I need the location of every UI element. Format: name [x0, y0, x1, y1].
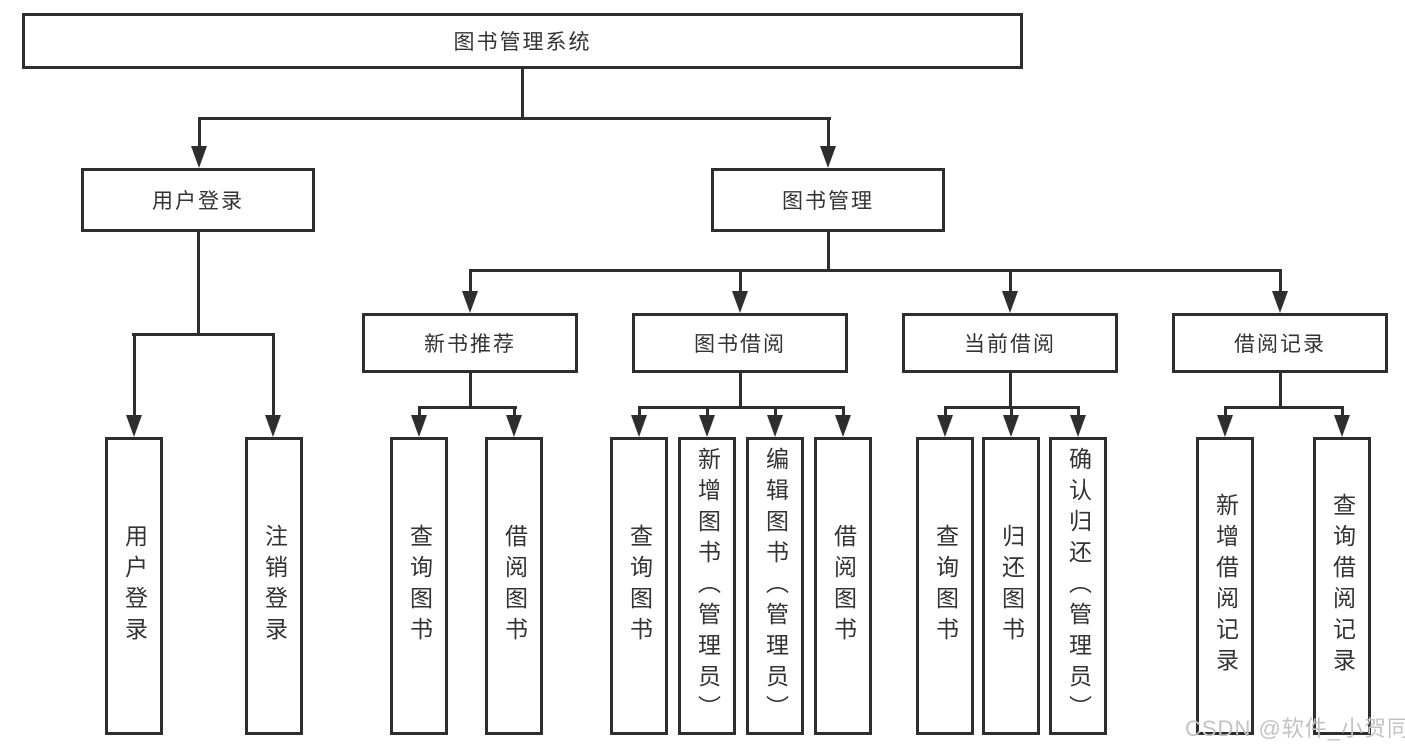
- connector-vline: [198, 117, 201, 148]
- arrowhead-down-icon: [820, 146, 836, 168]
- arrowhead-down-icon: [732, 291, 748, 313]
- connector-vline: [197, 232, 200, 335]
- node-book-management: 图书管理: [711, 168, 945, 232]
- arrowhead-down-icon: [191, 146, 207, 168]
- connector-vline: [827, 117, 830, 148]
- arrowhead-down-icon: [1217, 415, 1233, 437]
- leaf-add-borrow-record: 新增借阅记录: [1196, 437, 1254, 735]
- arrowhead-down-icon: [411, 415, 427, 437]
- leaf-confirm-return-admin: 确认归还（管理员）: [1049, 437, 1107, 735]
- arrowhead-down-icon: [767, 415, 783, 437]
- node-current-borrow: 当前借阅: [902, 313, 1118, 373]
- leaf-query-books-3: 查询图书: [916, 437, 974, 735]
- connector-hline: [638, 406, 845, 409]
- connector-hline: [132, 333, 275, 336]
- connector-vline: [638, 406, 641, 418]
- connector-vline: [469, 269, 472, 293]
- leaf-query-books-1: 查询图书: [390, 437, 448, 735]
- connector-vline: [944, 406, 947, 418]
- arrowhead-down-icon: [506, 415, 522, 437]
- connector-vline: [513, 406, 516, 418]
- connector-vline: [469, 373, 472, 409]
- connector-vline: [1009, 373, 1012, 409]
- arrowhead-down-icon: [1334, 415, 1350, 437]
- arrowhead-down-icon: [1002, 291, 1018, 313]
- arrowhead-down-icon: [1272, 291, 1288, 313]
- leaf-query-books-2: 查询图书: [610, 437, 668, 735]
- connector-vline: [774, 406, 777, 418]
- leaf-query-borrow-record: 查询借阅记录: [1313, 437, 1371, 735]
- leaf-edit-book-admin: 编辑图书（管理员）: [746, 437, 804, 735]
- connector-vline: [827, 232, 830, 272]
- node-borrow-records: 借阅记录: [1172, 313, 1388, 373]
- arrowhead-down-icon: [1003, 415, 1019, 437]
- arrowhead-down-icon: [462, 291, 478, 313]
- connector-vline: [1010, 406, 1013, 418]
- arrowhead-down-icon: [1070, 415, 1086, 437]
- connector-vline: [739, 373, 742, 409]
- connector-vline: [133, 333, 136, 417]
- leaf-borrow-books-1: 借阅图书: [485, 437, 543, 735]
- leaf-user-login: 用户登录: [105, 437, 163, 735]
- arrowhead-down-icon: [126, 415, 142, 437]
- connector-vline: [1009, 269, 1012, 293]
- connector-hline: [418, 406, 517, 409]
- connector-vline: [272, 333, 275, 417]
- arrowhead-down-icon: [265, 415, 281, 437]
- node-book-borrow: 图书借阅: [632, 313, 848, 373]
- leaf-return-book: 归还图书: [982, 437, 1040, 735]
- connector-vline: [1224, 406, 1227, 418]
- connector-vline: [1279, 373, 1282, 409]
- arrowhead-down-icon: [699, 415, 715, 437]
- node-root: 图书管理系统: [22, 13, 1023, 69]
- node-user-login: 用户登录: [81, 168, 315, 232]
- connector-vline: [842, 406, 845, 418]
- connector-vline: [1279, 269, 1282, 293]
- connector-hline: [1224, 406, 1344, 409]
- connector-vline: [1341, 406, 1344, 418]
- connector-vline: [739, 269, 742, 293]
- node-new-book-recommend: 新书推荐: [362, 313, 578, 373]
- connector-vline: [1077, 406, 1080, 418]
- leaf-logout: 注销登录: [245, 437, 303, 735]
- connector-hline: [469, 269, 1282, 272]
- leaf-borrow-books-2: 借阅图书: [814, 437, 872, 735]
- connector-vline: [521, 69, 524, 119]
- connector-vline: [706, 406, 709, 418]
- connector-hline: [198, 117, 831, 120]
- arrowhead-down-icon: [631, 415, 647, 437]
- arrowhead-down-icon: [937, 415, 953, 437]
- watermark: CSDN @软件_小贺同学: [1185, 716, 1405, 741]
- connector-vline: [418, 406, 421, 418]
- arrowhead-down-icon: [835, 415, 851, 437]
- leaf-add-book-admin: 新增图书（管理员）: [678, 437, 736, 735]
